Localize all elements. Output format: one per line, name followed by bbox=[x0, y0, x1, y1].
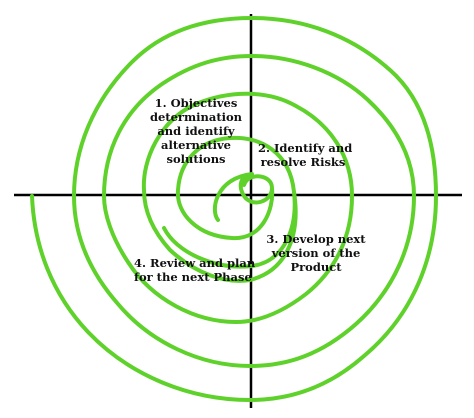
quadrant-1-line: determination bbox=[149, 110, 243, 124]
quadrant-1-line: 1. Objectives bbox=[154, 96, 238, 110]
spiral-path bbox=[30, 15, 439, 403]
quadrant-2-line: 2. Identify and bbox=[258, 141, 353, 155]
quadrant-1-line: and identify bbox=[157, 124, 235, 138]
quadrant-1-line: alternative bbox=[161, 138, 231, 152]
quadrant-3-label: 3. Develop next version of the Product bbox=[266, 232, 366, 274]
quadrant-2-line: resolve Risks bbox=[260, 155, 346, 169]
quadrant-4-line: 4. Review and plan bbox=[134, 256, 256, 270]
quadrant-4-label: 4. Review and plan for the next Phase bbox=[134, 256, 256, 284]
quadrant-3-line: version of the bbox=[271, 246, 361, 260]
quadrant-4-line: for the next Phase bbox=[134, 270, 252, 284]
quadrant-2-label: 2. Identify and resolve Risks bbox=[258, 141, 353, 169]
quadrant-1-label: 1. Objectives determination and identify… bbox=[148, 96, 244, 166]
quadrant-3-line: Product bbox=[290, 260, 342, 274]
quadrant-3-line: 3. Develop next bbox=[266, 232, 366, 246]
quadrant-1-line: solutions bbox=[166, 152, 226, 166]
